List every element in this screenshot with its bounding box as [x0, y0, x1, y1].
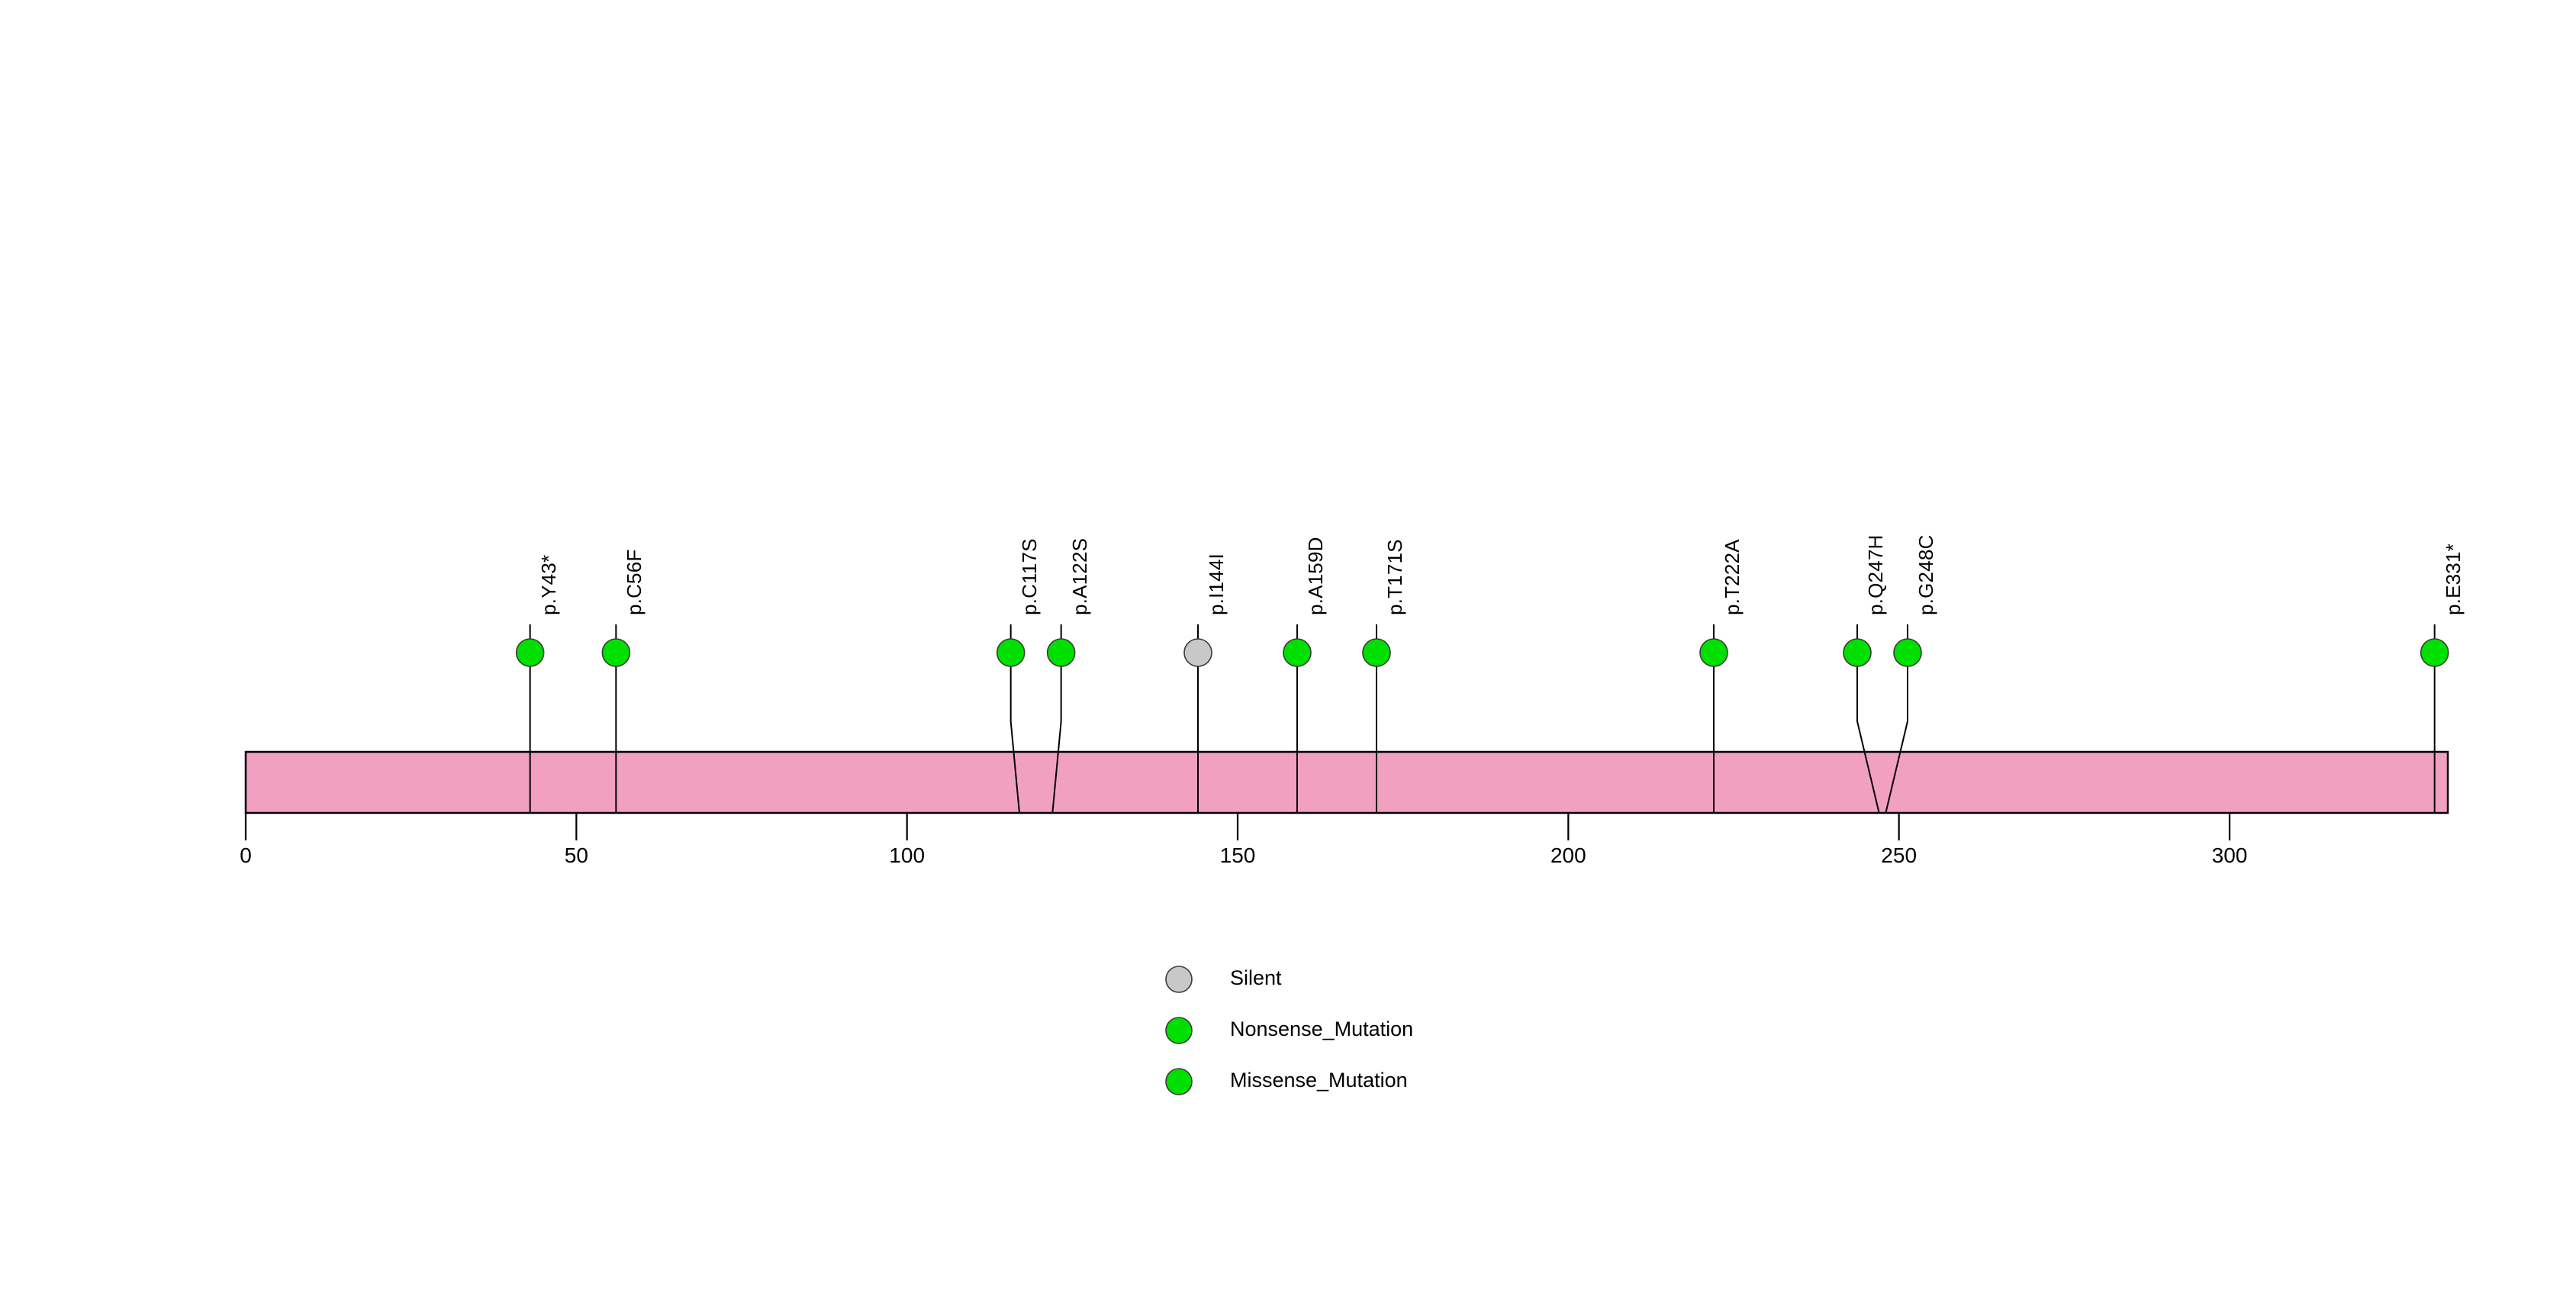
mutation-label-p.A122S: p.A122S — [1067, 537, 1091, 615]
lollipop-head-p.E331*[interactable] — [2420, 638, 2449, 667]
lollipop-head-p.Q247H[interactable] — [1843, 638, 1872, 667]
legend-swatch-Silent[interactable] — [1165, 966, 1193, 993]
mutation-label-p.Y43*: p.Y43* — [536, 554, 560, 615]
mutation-label-p.C56F: p.C56F — [623, 549, 646, 615]
mutation-label-p.E331*: p.E331* — [2441, 543, 2465, 615]
axis-tick-label-250: 250 — [1881, 843, 1918, 867]
lollipop-head-p.C56F[interactable] — [601, 638, 631, 667]
axis-tick-label-300: 300 — [2211, 843, 2248, 867]
lollipop-head-p.C117S[interactable] — [996, 638, 1026, 667]
legend-swatch-Missense_Mutation[interactable] — [1165, 1068, 1193, 1095]
lollipop-head-p.T171S[interactable] — [1362, 638, 1391, 667]
lollipop-head-p.Y43*[interactable] — [515, 638, 545, 667]
legend-label-Silent: Silent — [1230, 966, 1282, 989]
lollipop-head-p.I144I[interactable] — [1183, 638, 1212, 667]
axis-tick-label-150: 150 — [1219, 843, 1256, 867]
mutation-label-p.I144I: p.I144I — [1205, 553, 1228, 615]
mutation-label-p.A159D: p.A159D — [1304, 537, 1327, 615]
mutation-label-p.G248C: p.G248C — [1914, 534, 1937, 615]
mutation-label-p.T171S: p.T171S — [1383, 539, 1406, 615]
protein-domain-bar — [244, 750, 2449, 814]
lollipop-stem-p.Q247H — [1856, 666, 1880, 814]
legend-label-Missense_Mutation: Missense_Mutation — [1230, 1069, 1408, 1092]
axis-tick-label-50: 50 — [564, 843, 588, 867]
axis-tick-label-100: 100 — [889, 843, 926, 867]
mutation-label-p.Q247H: p.Q247H — [1864, 534, 1887, 615]
mutation-label-p.C117S: p.C117S — [1017, 538, 1041, 615]
lollipop-stem-p.G248C — [1885, 666, 1908, 814]
legend-label-Nonsense_Mutation: Nonsense_Mutation — [1230, 1017, 1414, 1040]
mutation-label-p.T222A: p.T222A — [1721, 539, 1744, 615]
lollipop-stem-p.C117S — [1009, 666, 1020, 814]
legend-swatch-Nonsense_Mutation[interactable] — [1165, 1017, 1193, 1044]
lollipop-head-p.G248C[interactable] — [1893, 638, 1922, 667]
lollipop-head-p.A159D[interactable] — [1283, 638, 1312, 667]
lollipop-head-p.A122S[interactable] — [1046, 638, 1076, 667]
lollipop-stem-p.A122S — [1051, 666, 1062, 814]
axis-tick-label-200: 200 — [1550, 843, 1586, 867]
axis-tick-label-0: 0 — [240, 843, 252, 867]
lollipop-head-p.T222A[interactable] — [1699, 638, 1728, 667]
